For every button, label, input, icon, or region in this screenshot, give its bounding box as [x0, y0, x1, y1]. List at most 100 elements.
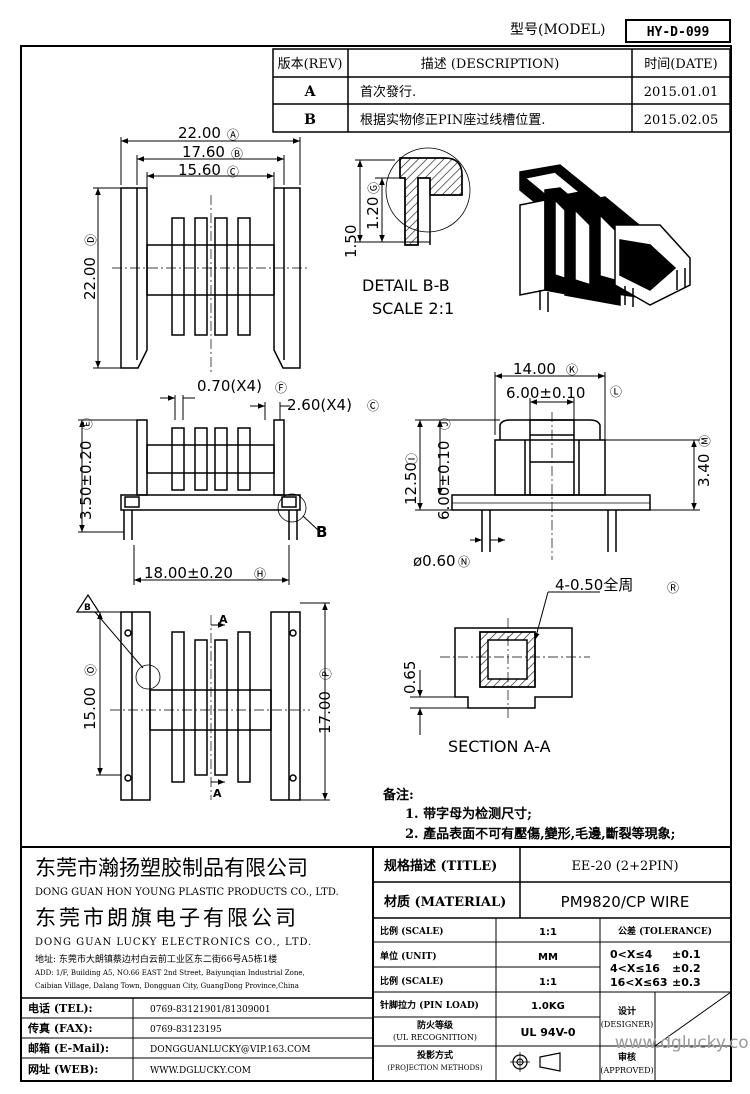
dim-1-50: 1.50: [342, 225, 360, 258]
dim-14-00: 14.00: [513, 360, 556, 378]
mark-c: Ⓒ: [227, 165, 239, 179]
sheet-border: [20, 45, 732, 1082]
model-label: 型号(MODEL): [510, 22, 605, 38]
dim-17-00: 17.00: [316, 691, 334, 734]
ul-label-cn: 防火等级: [417, 1019, 454, 1031]
detail-b-mark: B: [316, 523, 327, 541]
scale2-label: 比例 (SCALE): [380, 975, 443, 987]
tel-value: 0769-83121901/81309001: [150, 1005, 271, 1015]
mark-a: Ⓐ: [227, 128, 239, 142]
dim-4-0-50: 4-0.50全周: [555, 576, 633, 594]
rev-b-flag: B: [84, 603, 91, 613]
dim-22-width: 22.00: [178, 124, 221, 142]
mark-c2: Ⓒ: [367, 399, 379, 413]
section-title: SECTION A-A: [448, 737, 551, 756]
bottom-view: [75, 593, 330, 801]
section-a-a: [410, 591, 600, 735]
mark-f: Ⓕ: [275, 381, 287, 395]
dim-6-00-w: 6.00±0.10: [506, 384, 585, 402]
note-1: 1. 带字母为检测尺寸;: [405, 806, 532, 822]
tol-range-2: 4<X≤16: [610, 962, 660, 975]
mark-g: Ⓖ: [367, 182, 381, 194]
notes-title: 备注:: [382, 787, 414, 803]
rev-b-desc: 根据实物修正PIN座过线槽位置.: [360, 113, 545, 128]
address-cn: 地址: 东莞市大朗镇蔡边村白云前工业区东二街66号A5栋1楼: [35, 953, 277, 965]
title-block: [21, 846, 732, 1081]
dim-15-00: 15.00: [81, 687, 99, 730]
dim-15-6: 15.60: [178, 161, 221, 179]
dim-6-00-h: 6.00±0.10: [435, 441, 453, 520]
tol-value-3: ±0.3: [672, 976, 701, 989]
pinload-value: 1.0KG: [531, 1001, 565, 1012]
dim-17-6: 17.60: [182, 143, 225, 161]
rev-a: A: [304, 84, 317, 100]
mark-e: Ⓔ: [80, 418, 94, 430]
material-label: 材质 (MATERIAL): [384, 894, 506, 910]
dim-3-40: 3.40: [695, 454, 713, 487]
scale-value: 1:1: [539, 927, 557, 938]
tel-label: 电话 (TEL):: [28, 1001, 93, 1015]
rev-b-date: 2015.02.05: [644, 113, 718, 128]
mark-r: Ⓡ: [667, 581, 679, 595]
dim-0-70: 0.70(X4): [197, 377, 262, 395]
tolerance-label: 公差 (TOLERANCE): [618, 925, 712, 937]
mark-k: Ⓚ: [566, 363, 578, 377]
dim-2-60: 2.60(X4): [287, 396, 352, 414]
mark-b: Ⓑ: [231, 147, 243, 161]
designer-label-en: (DESIGNER): [601, 1020, 653, 1029]
dim-12-50: 12.50: [402, 462, 420, 505]
approved-label-en: (APPROVED): [600, 1066, 653, 1075]
front-view: [78, 395, 319, 585]
section-mark-bottom: A: [213, 787, 222, 800]
company-en-2: DONG GUAN LUCKY ELECTRONICS CO., LTD.: [35, 937, 312, 948]
isometric-view: [519, 164, 691, 312]
dim-22-height: 22.00: [81, 257, 99, 300]
date-header: 时间(DATE): [644, 57, 717, 72]
dim-0-65: 0.65: [401, 661, 419, 694]
mark-m: Ⓜ: [698, 435, 712, 447]
dim-0-60: ø0.60: [413, 552, 456, 570]
ul-label-en: (UL RECOGNITION): [393, 1033, 477, 1042]
rev-b: B: [304, 112, 316, 128]
fax-label: 传真 (FAX):: [27, 1021, 93, 1035]
web-label: 网址 (WEB):: [28, 1062, 98, 1076]
material-value: PM9820/CP WIRE: [561, 893, 690, 911]
web-value: WWW.DGLUCKY.COM: [150, 1066, 251, 1076]
scale2-value: 1:1: [539, 977, 557, 988]
rev-a-desc: 首次發行.: [360, 84, 416, 100]
scale-label: 比例 (SCALE): [380, 925, 443, 937]
unit-label: 单位 (UNIT): [380, 950, 437, 962]
dim-18-00: 18.00±0.20: [144, 564, 233, 582]
mark-l: Ⓛ: [610, 385, 622, 399]
projection-icon: [510, 1052, 561, 1072]
ul-value: UL 94V-0: [520, 1026, 575, 1039]
model-value: HY-D-099: [647, 25, 710, 40]
note-2: 2. 產品表面不可有壓傷,變形,毛邊,斷裂等現象;: [405, 826, 675, 842]
approved-label-cn: 审核: [618, 1051, 636, 1063]
title-label: 规格描述 (TITLE): [384, 858, 497, 874]
revision-table: 版本(REV) 描述 (DESCRIPTION) 时间(DATE) A 首次發行…: [272, 48, 731, 133]
address-en-1: ADD: 1/F, Building A5, NO.66 EAST 2nd St…: [34, 969, 305, 977]
tol-value-1: ±0.1: [672, 948, 701, 961]
model-box: 型号(MODEL) HY-D-099: [510, 19, 731, 43]
proj-label-cn: 投影方式: [417, 1049, 453, 1061]
pinload-label: 针脚拉力 (PIN LOAD): [380, 999, 479, 1011]
mark-p: Ⓟ: [319, 668, 333, 680]
desc-header: 描述 (DESCRIPTION): [421, 57, 560, 72]
address-en-2: Caibian Village, Dalang Town, Dongguan C…: [35, 982, 299, 990]
mark-o: Ⓞ: [84, 664, 98, 676]
mark-i: Ⓘ: [405, 453, 419, 465]
mark-h: Ⓗ: [254, 567, 266, 581]
dim-1-20: 1.20: [364, 197, 382, 230]
designer-label-cn: 设计: [618, 1005, 636, 1017]
dim-3-50: 3.50±0.20: [77, 441, 95, 520]
detail-title: DETAIL B-B: [362, 276, 450, 295]
detail-b-b: [355, 147, 471, 246]
tol-range-3: 16<X≤63: [610, 976, 668, 989]
detail-scale: SCALE 2:1: [372, 299, 454, 318]
mail-label: 邮箱 (E-Mail):: [28, 1041, 109, 1055]
company-cn-1: 东莞市瀚扬塑胶制品有限公司: [35, 856, 308, 880]
title-value: EE-20 (2+2PIN): [571, 859, 678, 874]
mark-j: Ⓙ: [438, 418, 452, 430]
